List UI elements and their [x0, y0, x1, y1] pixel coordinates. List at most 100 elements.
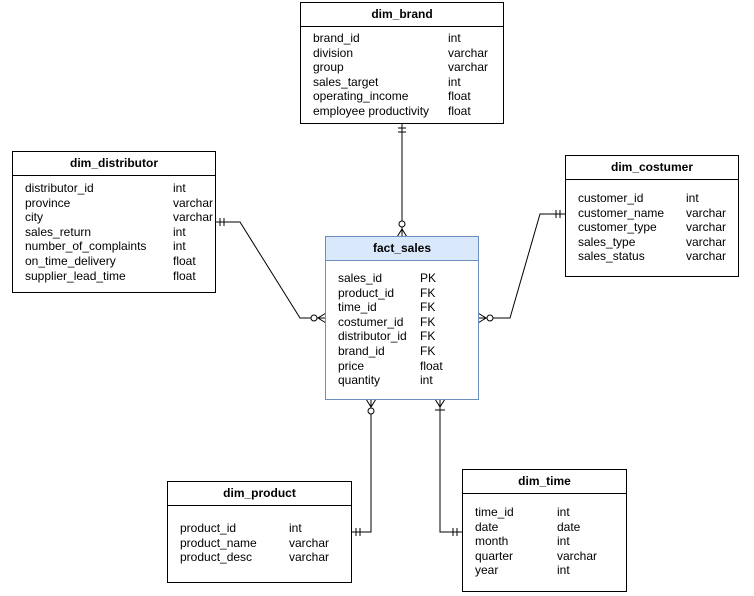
column-type: FK [420, 329, 436, 344]
column-name: number_of_complaints [25, 239, 147, 254]
column-name: sales_id [338, 271, 383, 285]
column-type: PK [420, 271, 437, 285]
column-type: FK [420, 285, 436, 300]
column-type: varchar [173, 210, 214, 225]
zero-marker-costumer [486, 314, 494, 322]
zero-many-marker-brand [396, 228, 408, 238]
column-type: float [420, 358, 443, 373]
column-name: month [475, 534, 509, 549]
column-name: customer_id [578, 191, 644, 205]
column-name: distributor_id [338, 329, 407, 344]
column-name: brand_id [338, 343, 385, 358]
column-type: varchar [448, 60, 489, 75]
column-name: distributor_id [25, 181, 94, 195]
zero-marker-brand [398, 220, 406, 228]
relationship-time-fact [439, 399, 463, 533]
relationship-product-fact [351, 399, 372, 533]
column-row: brand_id FK [338, 344, 474, 359]
relationship-distributor-fact [215, 221, 326, 319]
column-type: FK [420, 300, 436, 315]
table-title: dim_costumer [566, 156, 738, 180]
column-name: costumer_id [338, 314, 404, 329]
column-name: sales_status [578, 249, 645, 264]
column-type: int [173, 181, 186, 195]
column-row: product_id int [180, 521, 347, 536]
column-name: customer_type [578, 220, 657, 235]
column-type: varchar [289, 550, 330, 565]
column-type: float [173, 268, 196, 283]
table-title: dim_product [168, 482, 351, 506]
table-title: dim_time [463, 470, 626, 494]
column-type: varchar [686, 205, 727, 220]
table-title: fact_sales [326, 237, 478, 261]
column-row: city varchar [25, 210, 214, 225]
column-type: int [557, 563, 570, 578]
one-marker-distributor [219, 218, 225, 226]
column-row: costumer_id FK [338, 315, 474, 330]
column-name: operating_income [313, 89, 409, 104]
column-type: date [557, 519, 581, 534]
one-marker-product [355, 528, 361, 536]
column-name: time_id [475, 505, 514, 519]
column-type: int [173, 239, 186, 254]
column-type: int [448, 31, 461, 45]
column-name: group [313, 60, 344, 75]
column-row: price float [338, 359, 474, 374]
column-name: quantity [338, 373, 381, 388]
column-name: price [338, 358, 365, 373]
column-type: FK [420, 343, 436, 358]
column-name: city [25, 210, 43, 225]
column-type: varchar [686, 234, 727, 249]
relationship-costumer-fact [478, 213, 565, 319]
column-type: int [686, 191, 699, 205]
column-name: supplier_lead_time [25, 268, 126, 283]
column-type: int [420, 373, 433, 388]
column-name: customer_name [578, 205, 665, 220]
column-row: sales_id PK [338, 271, 474, 286]
column-type: FK [420, 314, 436, 329]
column-type: int [289, 521, 302, 535]
column-type: float [173, 253, 196, 268]
column-type: float [448, 89, 471, 104]
one-marker-time [452, 528, 458, 536]
column-row: distributor_id int [25, 181, 211, 196]
table-dim-costumer[interactable]: dim_costumer customer_id int customer_name… [565, 155, 739, 277]
column-name: product_name [180, 535, 257, 550]
table-title: dim_distributor [13, 152, 215, 176]
column-row: distributor_id FK [338, 329, 474, 344]
column-name: sales_target [313, 74, 379, 89]
column-row: group varchar [313, 60, 499, 75]
column-row: brand_id int [313, 31, 499, 46]
column-name: sales_return [25, 224, 92, 239]
column-type: int [557, 505, 570, 519]
column-name: product_id [180, 521, 237, 535]
column-name: brand_id [313, 31, 360, 45]
zero-many-marker-distributor [317, 312, 327, 324]
column-type: varchar [557, 548, 598, 563]
column-name: province [25, 195, 71, 210]
